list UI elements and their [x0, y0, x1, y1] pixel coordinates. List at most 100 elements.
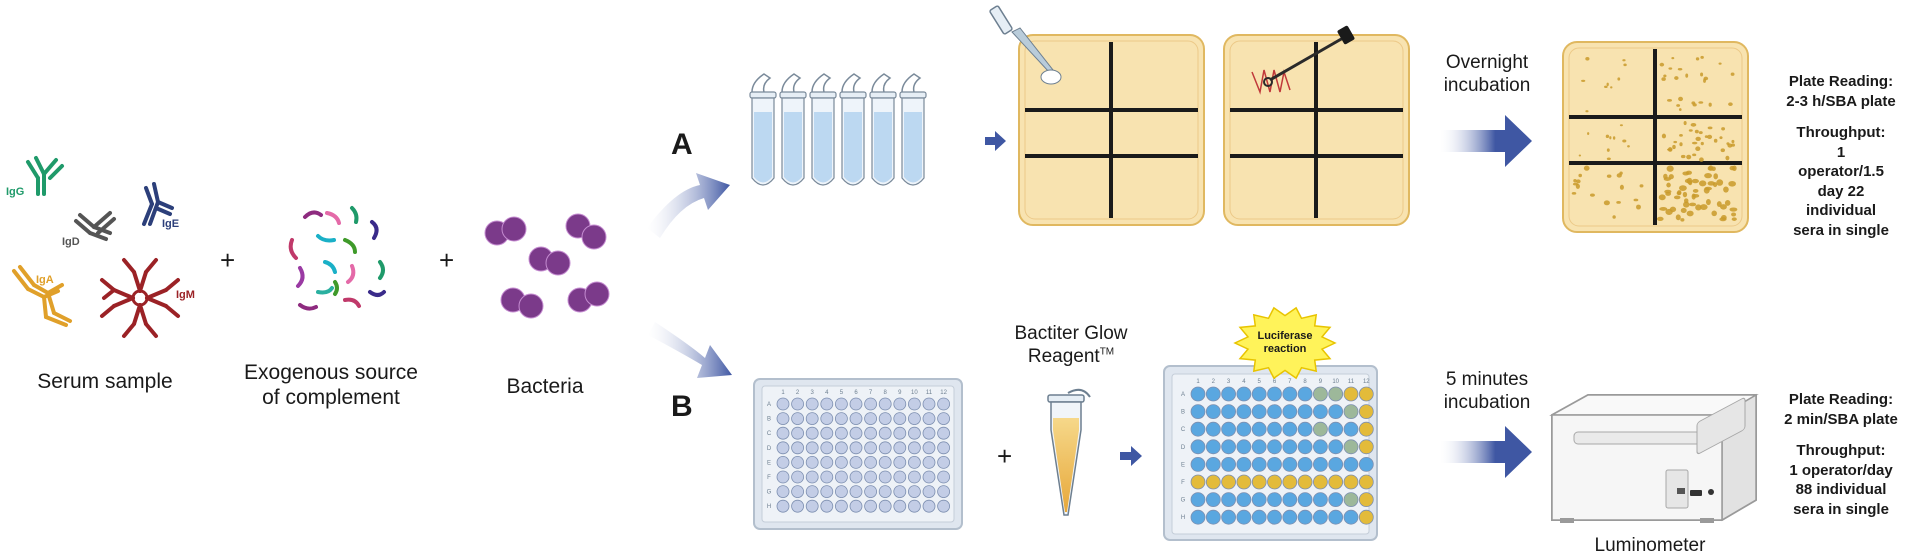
plate-well [776, 426, 790, 440]
plate-well [937, 397, 950, 411]
plate-well [1236, 456, 1252, 472]
plate-well [878, 412, 892, 426]
plate-well [937, 499, 950, 513]
plate-well [805, 397, 819, 411]
five-minutes-incubation-label: 5 minutes incubation [1443, 369, 1531, 413]
plate-well [1343, 386, 1359, 402]
plate-well [1251, 474, 1267, 490]
plate-well [1205, 421, 1221, 437]
plate-well [1251, 404, 1267, 420]
plate-well [805, 499, 819, 513]
plate-well [791, 499, 804, 513]
plate-well [1221, 456, 1236, 472]
plate-well [1282, 421, 1298, 437]
plate-well [776, 499, 790, 513]
plate-well [791, 397, 804, 411]
plate-well [791, 426, 804, 440]
plate-well [835, 441, 848, 455]
plate-well [1358, 509, 1374, 525]
inoculation-loop-icon [1263, 25, 1355, 87]
plate-well [908, 397, 921, 411]
microtube-strip-icon [749, 73, 927, 186]
reagent-label: Bactiter Glow ReagentTM [1002, 323, 1140, 369]
plate-well [908, 499, 921, 513]
plate-well [1313, 492, 1328, 508]
plate-well [1297, 404, 1313, 420]
plate-well [864, 470, 877, 484]
plate-well [864, 397, 877, 411]
plate-well [820, 426, 834, 440]
plate-well [835, 470, 848, 484]
plate-well [1205, 386, 1221, 402]
plate-well [1313, 386, 1328, 402]
branch-arrow-a [647, 173, 730, 238]
plate-well [1313, 456, 1328, 472]
plate-well [878, 397, 892, 411]
plate-well [1205, 456, 1221, 472]
plate-well [1221, 492, 1236, 508]
plate-well [922, 412, 936, 426]
plate-well [776, 485, 790, 499]
plate-well [1282, 439, 1298, 455]
plate-well [1343, 439, 1359, 455]
plate-well [1282, 509, 1298, 525]
plate-well [849, 485, 863, 499]
plate-well [1297, 386, 1313, 402]
plate-well [922, 455, 936, 469]
plate-col-label: 2 [1212, 379, 1216, 385]
plate-col-label: 7 [1288, 379, 1292, 385]
plate-well [893, 485, 907, 499]
plate-row-label: A [1181, 392, 1185, 398]
plate-well [1343, 509, 1359, 525]
plate-well [835, 412, 848, 426]
plate-well [922, 499, 936, 513]
path-a-plate-reading: Plate Reading: 2-3 h/SBA plate Throughpu… [1780, 72, 1902, 240]
plate-col-label: 4 [825, 390, 829, 396]
plate-well [820, 441, 834, 455]
plate-well [1297, 421, 1313, 437]
plate-well [1328, 456, 1344, 472]
antibody-iga-icon [12, 265, 72, 327]
plate-well [1358, 404, 1374, 420]
antibody-label-ige: IgE [162, 218, 180, 230]
plate-well [908, 412, 921, 426]
plate-well [1251, 492, 1267, 508]
plate-well [849, 397, 863, 411]
antibody-ige-icon [142, 182, 174, 226]
agar-plate-colonies [1562, 41, 1749, 233]
plate-well [791, 412, 804, 426]
plate-well [1205, 509, 1221, 525]
plate-well [835, 426, 848, 440]
plate-well [922, 470, 936, 484]
plate-well [893, 470, 907, 484]
plate-well [1358, 386, 1374, 402]
bacteria-cluster-icon [484, 213, 610, 319]
plate-well [922, 426, 936, 440]
plus-sign-1: + [220, 245, 236, 275]
plate-col-label: 12 [1363, 379, 1370, 385]
plate-well [1297, 492, 1313, 508]
plate-col-label: 11 [1348, 379, 1355, 385]
plate-well [1236, 439, 1252, 455]
antibody-label-iga: IgA [36, 274, 54, 286]
plate-col-label: 9 [898, 390, 902, 396]
plate-col-label: 12 [940, 390, 947, 396]
plate-well [776, 397, 790, 411]
plate-well [1251, 386, 1267, 402]
plate-well [893, 426, 907, 440]
plate-well [1190, 439, 1206, 455]
plate-well [1282, 492, 1298, 508]
plate-well [878, 441, 892, 455]
plate-well [1358, 474, 1374, 490]
plate-well [1267, 404, 1282, 420]
plate-row-label: A [767, 402, 771, 408]
plate-well [1190, 421, 1206, 437]
bacteria-label: Bacteria [506, 375, 584, 398]
antibody-label-igg: IgG [6, 186, 25, 198]
plate-well [937, 441, 950, 455]
plate-well [937, 470, 950, 484]
plate-well [1282, 474, 1298, 490]
plate-well [864, 412, 877, 426]
pipette-tip-icon [989, 5, 1062, 85]
